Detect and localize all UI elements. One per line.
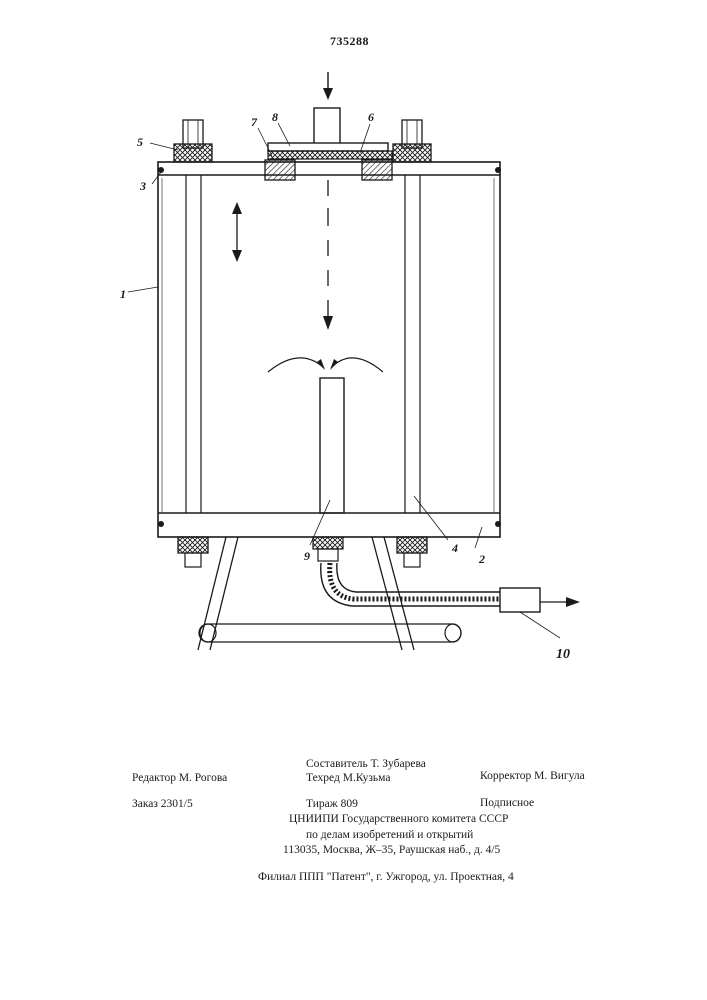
label-4: 4 [451, 541, 458, 555]
label-1: 1 [120, 287, 126, 301]
label-7: 7 [251, 115, 258, 129]
imprint-order: Заказ 2301/5 [132, 798, 193, 810]
outlet-tube [313, 378, 344, 561]
tie-rod-right [393, 120, 431, 567]
label-6: 6 [368, 110, 374, 124]
imprint-address: 113035, Москва, Ж–35, Раушская наб., д. … [283, 844, 500, 856]
imprint-branch: Филиал ППП "Патент", г. Ужгород, ул. Про… [258, 871, 514, 883]
outlet-hose [321, 563, 540, 612]
imprint-committee: по делам изобретений и открытий [306, 829, 473, 841]
label-9: 9 [304, 549, 310, 563]
label-10: 10 [556, 647, 570, 662]
label-2: 2 [478, 552, 485, 566]
corner-rivets [158, 167, 501, 527]
label-5: 5 [137, 135, 143, 149]
imprint-techred: Техред М.Кузьма [306, 772, 390, 784]
label-3: 3 [139, 179, 146, 193]
support-frame [198, 537, 461, 650]
technical-drawing: 5 3 1 7 8 6 9 4 2 10 [0, 0, 707, 700]
imprint-compiler: Составитель Т. Зубарева [306, 758, 426, 770]
imprint-subscription: Подписное [480, 797, 534, 809]
tie-rod-left [174, 120, 212, 567]
imprint-editor: Редактор М. Рогова [132, 772, 227, 784]
label-8: 8 [272, 110, 278, 124]
imprint-print-run: Тираж 809 [306, 798, 358, 810]
imprint-institute: ЦНИИПИ Государственного комитета СССР [289, 813, 508, 825]
vessel-body [158, 162, 500, 537]
imprint-corrector: Корректор М. Вигула [480, 770, 585, 782]
